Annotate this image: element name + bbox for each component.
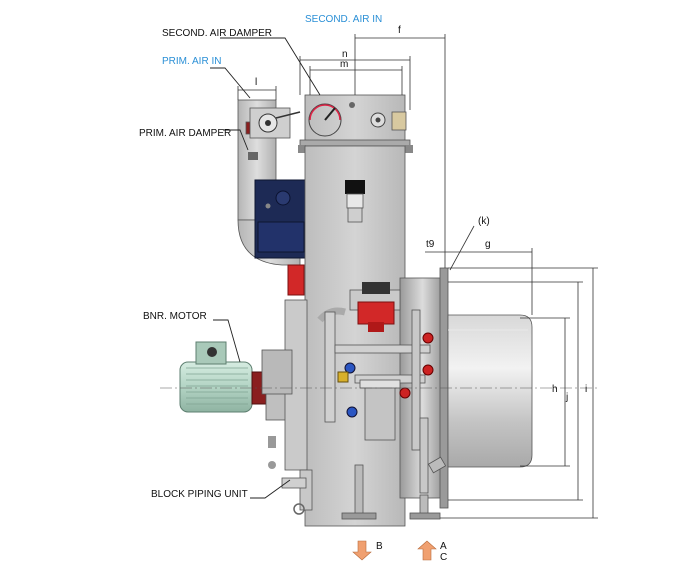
dim-j: j [565,392,568,403]
flow-label-a: A [440,541,447,552]
dim-i: i [585,384,587,395]
bnr-motor-label: BNR. MOTOR [143,311,207,322]
support-legs [341,464,441,520]
dim-l: l [255,77,257,88]
dimension-lines [237,34,598,519]
dim-k: (k) [478,216,490,227]
air-box [254,179,308,259]
fuel-valve [287,264,401,332]
primary-air-damper [249,107,301,139]
flow-arrow-b [352,540,372,561]
dim-f: f [398,25,401,36]
piping-block [261,299,447,515]
flow-label-b: B [376,541,383,552]
prim-air-in-label: PRIM. AIR IN [162,56,221,67]
second-air-in-label: SECOND. AIR IN [305,14,382,25]
second-air-damper-label: SECOND. AIR DAMPER [162,28,272,39]
blast-tube [447,314,533,468]
dim-g: g [485,239,491,250]
dim-t9: t9 [426,239,435,250]
secondary-air-box [298,94,413,153]
main-housing [304,145,406,527]
flow-label-c: C [440,552,447,563]
dim-n: n [342,49,348,60]
block-piping-unit-label: BLOCK PIPING UNIT [151,489,248,500]
dim-m: m [340,59,348,70]
dim-h: h [552,384,558,395]
flow-arrow-ac [417,540,437,561]
prim-air-damper-label: PRIM. AIR DAMPER [139,128,231,139]
label-leaders [210,37,321,499]
